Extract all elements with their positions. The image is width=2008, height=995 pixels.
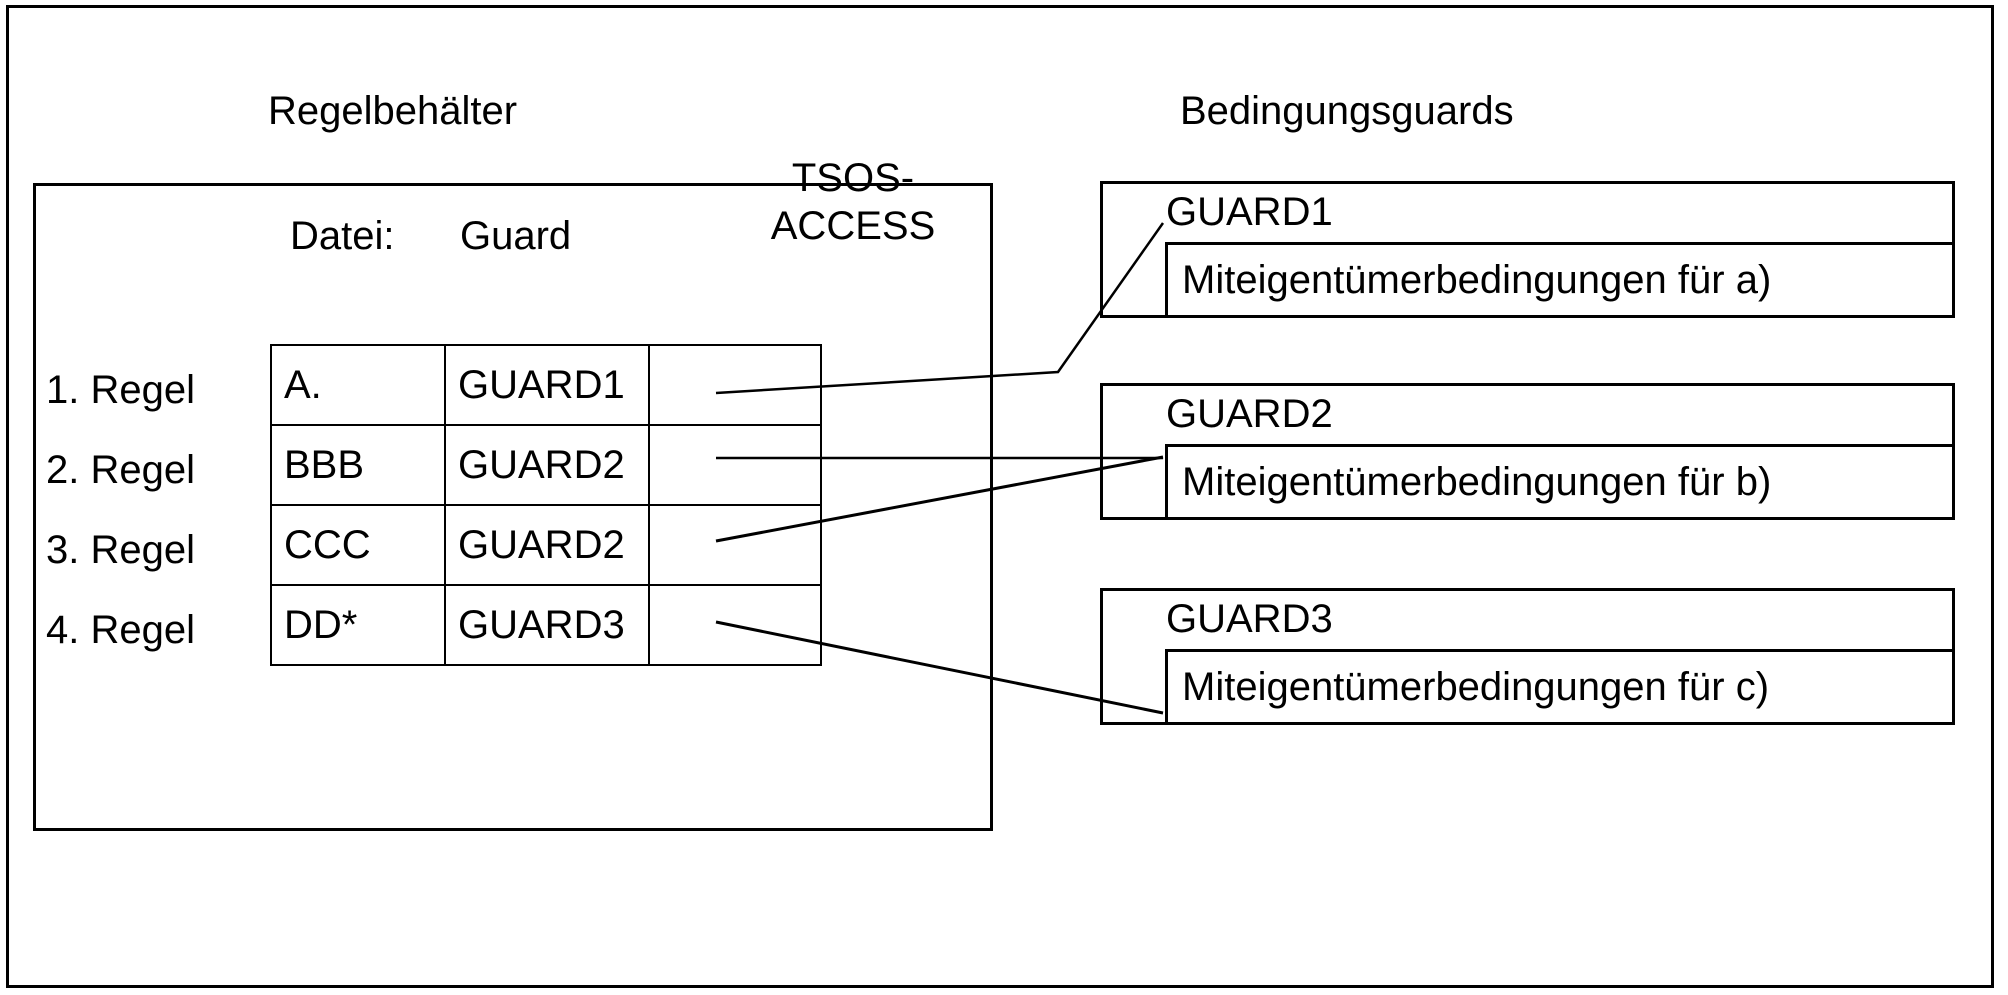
cell-file-3: CCC [270, 504, 446, 586]
table-row: CCC GUARD2 [270, 504, 822, 586]
rule-label-3: 3. Regel [46, 528, 195, 572]
cell-access-4 [648, 584, 822, 666]
guard-name-3: GUARD3 [1166, 597, 1333, 641]
column-header-guard: Guard [460, 214, 572, 258]
cell-guard-3: GUARD2 [444, 504, 650, 586]
outer-frame [6, 5, 1994, 988]
left-section-caption: Regelbehälter [268, 89, 518, 133]
right-section-caption: Bedingungsguards [1180, 89, 1514, 133]
rule-label-4: 4. Regel [46, 608, 195, 652]
cell-access-2 [648, 424, 822, 506]
rule-label-1: 1. Regel [46, 368, 195, 412]
guard-box-3: GUARD3 Miteigentümerbedingungen für c) [1100, 588, 1955, 725]
guard-box-2: GUARD2 Miteigentümerbedingungen für b) [1100, 383, 1955, 520]
cell-guard-4: GUARD3 [444, 584, 650, 666]
table-row: A. GUARD1 [270, 344, 822, 426]
cell-guard-1: GUARD1 [444, 344, 650, 426]
guard-condition-box-3: Miteigentümerbedingungen für c) [1165, 649, 1955, 725]
guard-name-2: GUARD2 [1166, 392, 1333, 436]
guard-condition-box-2: Miteigentümerbedingungen für b) [1165, 444, 1955, 520]
guard-box-1: GUARD1 Miteigentümerbedingungen für a) [1100, 181, 1955, 318]
guard-condition-text-2: Miteigentümerbedingungen für b) [1182, 460, 1772, 504]
cell-file-1: A. [270, 344, 446, 426]
cell-access-3 [648, 504, 822, 586]
column-header-datei: Datei: [290, 214, 395, 258]
column-header-tsos-access: TSOS-ACCESS [770, 156, 936, 248]
rule-label-2: 2. Regel [46, 448, 195, 492]
cell-file-4: DD* [270, 584, 446, 666]
table-row: DD* GUARD3 [270, 584, 822, 666]
guard-condition-text-1: Miteigentümerbedingungen für a) [1182, 258, 1772, 302]
cell-file-2: BBB [270, 424, 446, 506]
table-row: BBB GUARD2 [270, 424, 822, 506]
rules-table: A. GUARD1 BBB GUARD2 CCC GUARD2 DD* GUAR… [270, 344, 822, 666]
cell-guard-2: GUARD2 [444, 424, 650, 506]
guard-name-1: GUARD1 [1166, 190, 1333, 234]
guard-condition-box-1: Miteigentümerbedingungen für a) [1165, 242, 1955, 318]
guard-condition-text-3: Miteigentümerbedingungen für c) [1182, 665, 1770, 709]
cell-access-1 [648, 344, 822, 426]
